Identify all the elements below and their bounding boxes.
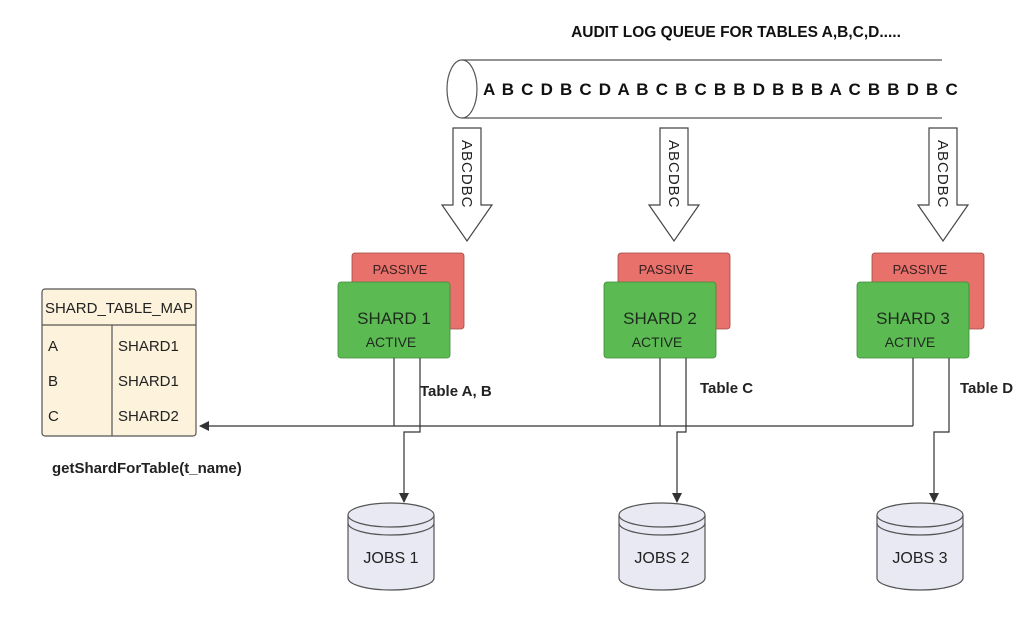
flow-arrow-label: ABCDBC: [665, 140, 682, 209]
flow-arrow-label: ABCDBC: [458, 140, 475, 209]
map-table-cell: C: [48, 408, 59, 425]
shard-1: PASSIVE SHARD 1 ACTIVE Table A, B: [337, 252, 492, 400]
shard-3: PASSIVE SHARD 3 ACTIVE Table D: [856, 252, 1013, 397]
queue-sequence: A B C D B C D A B C B C B B D B B B A C …: [483, 80, 959, 99]
jobs-database-2: JOBS 2: [618, 502, 706, 591]
passive-label: PASSIVE: [373, 262, 428, 277]
database-label: JOBS 3: [892, 550, 947, 567]
passive-label: PASSIVE: [639, 262, 694, 277]
shard-name: SHARD 3: [876, 309, 950, 328]
shard-to-jobs-connector: [399, 358, 950, 503]
map-shard-cell: SHARD1: [118, 338, 179, 355]
map-table-cell: A: [48, 338, 58, 355]
shard-name: SHARD 2: [623, 309, 697, 328]
flow-arrow: ABCDBC: [916, 127, 970, 243]
passive-label: PASSIVE: [893, 262, 948, 277]
queue-cylinder-end: [446, 59, 478, 119]
map-title: SHARD_TABLE_MAP: [45, 300, 193, 317]
active-label: ACTIVE: [632, 334, 683, 350]
active-label: ACTIVE: [885, 334, 936, 350]
database-label: JOBS 2: [634, 550, 689, 567]
queue-title: AUDIT LOG QUEUE FOR TABLES A,B,C,D.....: [571, 24, 901, 41]
lookup-function-label: getShardForTable(t_name): [52, 460, 242, 477]
flow-arrow: ABCDBC: [647, 127, 701, 243]
jobs-database-1: JOBS 1: [347, 502, 435, 591]
shard-name: SHARD 1: [357, 309, 431, 328]
database-label: JOBS 1: [363, 550, 418, 567]
jobs-database-3: JOBS 3: [876, 502, 964, 591]
shard-table-map: SHARD_TABLE_MAP A SHARD1 B SHARD1 C SHAR…: [41, 288, 197, 437]
shard-2: PASSIVE SHARD 2 ACTIVE Table C: [603, 252, 753, 397]
audit-log-queue: A B C D B C D A B C B C B B D B B B A C …: [446, 59, 959, 119]
shard-tables-label: Table D: [960, 380, 1013, 397]
shard-tables-label: Table A, B: [420, 383, 492, 400]
flow-arrow-label: ABCDBC: [934, 140, 951, 209]
shard-tables-label: Table C: [700, 380, 753, 397]
map-shard-cell: SHARD2: [118, 408, 179, 425]
map-shard-cell: SHARD1: [118, 373, 179, 390]
flow-arrow: ABCDBC: [440, 127, 494, 243]
shard-map-lookup-connector: [199, 358, 914, 431]
map-table-cell: B: [48, 373, 58, 390]
active-label: ACTIVE: [366, 334, 417, 350]
